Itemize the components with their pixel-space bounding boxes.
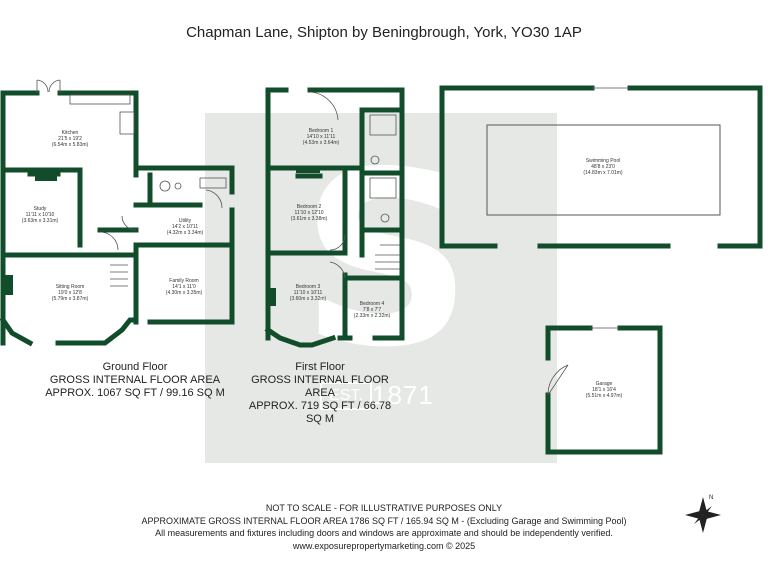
first-floor-area-label: GROSS INTERNAL FLOOR AREA	[251, 374, 389, 399]
room-name: Utility	[179, 218, 192, 224]
room-name: Family Room	[169, 278, 198, 284]
svg-text:Bedroom 311'10 x 10'11(3.60m x: Bedroom 311'10 x 10'11(3.60m x 3.32m)	[290, 284, 327, 302]
room-name: Study	[34, 206, 47, 212]
svg-text:Bedroom 47'8 x 7'7(2.33m x 2.3: Bedroom 47'8 x 7'7(2.33m x 2.32m)	[354, 301, 391, 319]
room-name: Kitchen	[62, 130, 79, 136]
room-name: Bedroom 4	[360, 301, 385, 307]
first-floor-info: First Floor GROSS INTERNAL FLOOR AREA AP…	[240, 361, 400, 426]
first-floor-area-value: APPROX. 719 SQ FT / 66.78 SQ M	[248, 400, 392, 425]
page-title: Chapman Lane, Shipton by Beningbrough, Y…	[186, 24, 582, 41]
watermark-year: 1871	[372, 380, 434, 410]
room-name: Swimming Pool	[586, 158, 620, 164]
ground-floor-name: Ground Floor	[102, 361, 168, 373]
footer-notes: NOT TO SCALE - FOR ILLUSTRATIVE PURPOSES…	[0, 502, 768, 552]
room-name: Bedroom 2	[297, 204, 322, 210]
room-name: Sitting Room	[56, 284, 85, 290]
footer-total-area: APPROXIMATE GROSS INTERNAL FLOOR AREA 17…	[141, 515, 627, 526]
footer-website: www.exposurepropertymarketing.com © 2025	[292, 540, 476, 551]
ground-floor-area-label: GROSS INTERNAL FLOOR AREA	[49, 374, 221, 386]
room-name: Bedroom 3	[296, 284, 321, 290]
watermark-est: EST.	[320, 382, 372, 410]
svg-text:Bedroom 114'10 x 11'11(4.53m x: Bedroom 114'10 x 11'11(4.53m x 3.64m)	[303, 128, 340, 146]
compass-icon: N	[685, 495, 721, 533]
ground-floor-walls	[0, 90, 235, 347]
pool-building-walls	[439, 85, 763, 249]
footer-measurements-note: All measurements and fixtures including …	[155, 528, 613, 538]
svg-text:N: N	[709, 495, 713, 501]
pool-basin	[486, 124, 721, 216]
first-floor-name: First Floor	[295, 361, 345, 373]
ground-floor-area-value: APPROX. 1067 SQ FT / 99.16 SQ M	[45, 387, 225, 399]
first-floor-walls	[264, 87, 405, 348]
footer-disclaimer: NOT TO SCALE - FOR ILLUSTRATIVE PURPOSES…	[265, 503, 503, 513]
garage-walls	[545, 325, 663, 455]
ground-floor-info: Ground Floor GROSS INTERNAL FLOOR AREA A…	[40, 361, 230, 400]
svg-text:Bedroom 211'10 x 12'10(3.61m x: Bedroom 211'10 x 12'10(3.61m x 3.38m)	[291, 204, 328, 222]
room-name: Bedroom 1	[309, 128, 334, 134]
room-name: Garage	[596, 381, 613, 387]
